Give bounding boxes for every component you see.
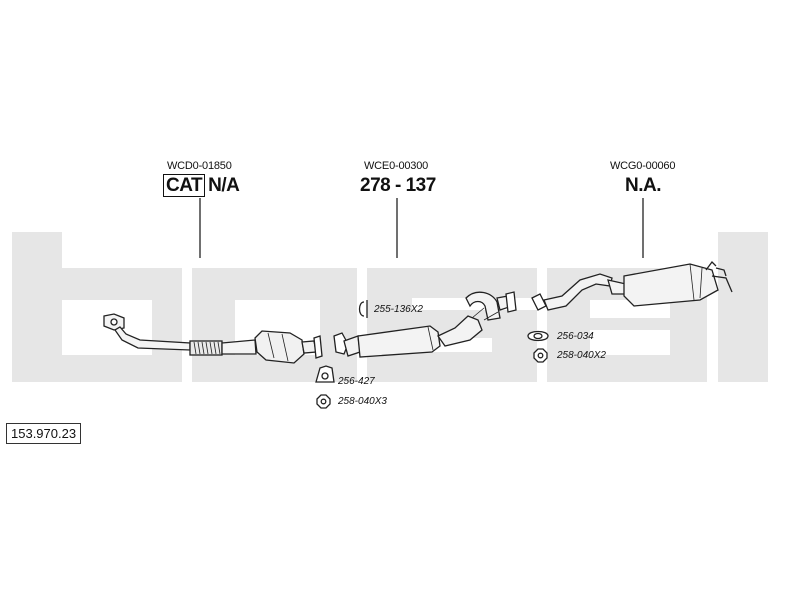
nut-icon (533, 348, 548, 363)
flange-gasket-icon (315, 365, 335, 383)
value-left: N/A (208, 175, 240, 196)
part-nut-right: 258-040X2 (557, 350, 606, 361)
value-right: N.A. (625, 175, 662, 196)
part-code-right: WCG0-00060 (610, 160, 676, 172)
center-silencer (333, 291, 517, 358)
part-gasket-left: 256-427 (338, 376, 375, 387)
front-pipe (103, 313, 257, 356)
part-code-left: WCD0-01850 (167, 160, 232, 172)
part-clamp-mid: 255-136X2 (374, 304, 423, 315)
catalog-number: 153.970.23 (6, 423, 82, 444)
gasket-icon (527, 330, 549, 342)
part-gasket-right: 256-034 (557, 331, 594, 342)
part-nut-left: 258-040X3 (338, 396, 387, 407)
rear-muffler (531, 261, 733, 311)
nut-icon (316, 394, 331, 409)
value-mid: 278 - 137 (360, 175, 436, 196)
cat-box-label: CAT (163, 174, 206, 197)
catalytic-converter (254, 330, 323, 364)
clamp-icon (358, 300, 368, 318)
part-code-mid: WCE0-00300 (364, 160, 429, 172)
